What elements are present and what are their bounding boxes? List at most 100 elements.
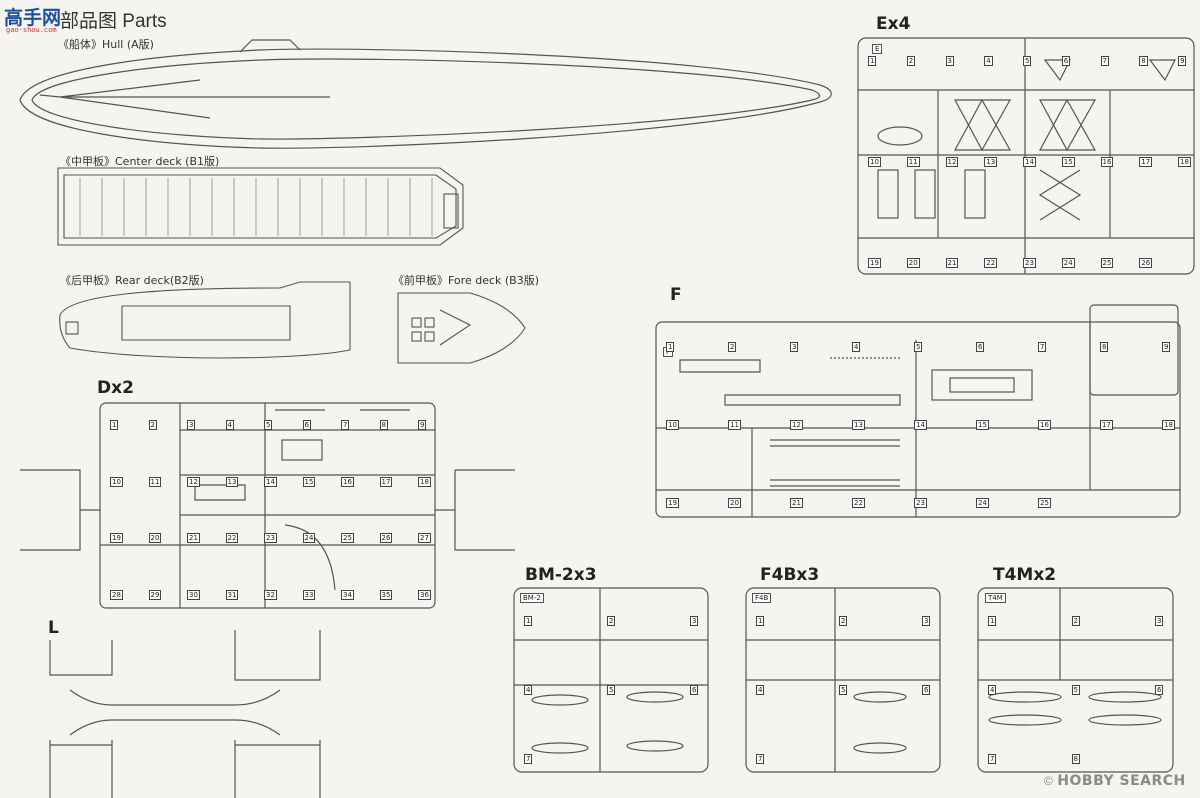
part-number: 25	[1100, 258, 1114, 268]
part-number: 8	[1139, 56, 1148, 66]
part-number: 28	[110, 590, 123, 600]
part-number: 7	[1038, 342, 1047, 352]
part-number: 23	[264, 533, 277, 544]
part-number: 5	[839, 685, 848, 695]
part-number: 7	[524, 754, 533, 764]
part-number: 7	[988, 754, 997, 764]
part-number: 3	[790, 342, 799, 352]
part-number: 29	[148, 590, 162, 600]
sprue-l-drawing	[49, 630, 321, 798]
part-number: 9	[1178, 56, 1187, 66]
sprue-dx-drawing	[20, 402, 515, 609]
part-number: 8	[1100, 342, 1109, 352]
sprue-f-drawing	[655, 304, 1181, 518]
part-number: 3	[945, 56, 954, 66]
part-number: 5	[607, 685, 616, 695]
part-number: 5	[1023, 56, 1032, 66]
part-number: 17	[1139, 157, 1153, 167]
fore-deck-drawing	[397, 292, 526, 364]
part-number: 16	[341, 476, 354, 487]
sprue-bm-drawing	[513, 587, 709, 773]
watermark-text: HOBBY SEARCH	[1057, 773, 1186, 789]
part-number: 33	[302, 590, 316, 600]
part-number: 7	[756, 754, 765, 764]
part-number: 15	[302, 476, 316, 487]
part-number: 18	[418, 476, 431, 487]
part-number: 11	[728, 420, 741, 430]
part-number: 36	[418, 590, 431, 600]
center-deck-caption: 《中甲板》Center deck (B1版)	[60, 155, 220, 168]
center-deck-drawing	[57, 167, 464, 246]
rear-deck-drawing	[59, 281, 351, 359]
sprue-ex-drawing	[857, 37, 1195, 275]
part-number: 14	[1023, 157, 1036, 167]
part-number: 3	[1155, 616, 1164, 626]
part-number: 21	[945, 258, 959, 268]
part-number: 2	[906, 56, 916, 66]
part-number: 21	[790, 498, 803, 508]
rear-deck-caption: 《后甲板》Rear deck(B2版)	[60, 274, 204, 287]
sprue-f4b-drawing	[745, 587, 941, 773]
part-number: 10	[666, 420, 679, 430]
part-number: 5	[914, 342, 923, 352]
part-number: 10	[868, 157, 881, 167]
part-number: 7	[341, 420, 350, 430]
part-number: 17	[1100, 420, 1113, 430]
part-number: 12	[187, 476, 200, 487]
part-number: 17	[379, 476, 393, 487]
part-number: 6	[976, 342, 985, 352]
part-number: 31	[225, 590, 239, 600]
part-number: 16	[1038, 420, 1051, 430]
part-number: 26	[1139, 258, 1153, 268]
part-number: 4	[756, 685, 765, 695]
site-logo-url: gao-shou.com	[6, 26, 57, 34]
sprue-bm-label: BM-2x3	[525, 565, 597, 585]
part-number: 18	[1178, 157, 1191, 167]
part-number: 19	[666, 498, 679, 508]
watermark: © HOBBY SEARCH	[1044, 772, 1186, 790]
part-number: 21	[187, 533, 200, 544]
site-logo-text: 高手网	[4, 7, 62, 29]
part-number: 4	[988, 685, 997, 695]
center-deck-ribs	[79, 178, 433, 236]
part-number: 4	[984, 56, 993, 66]
part-number: 12	[790, 420, 803, 430]
part-number: 2	[607, 616, 616, 626]
part-number: 2	[1071, 616, 1080, 626]
part-number: 25	[341, 533, 354, 544]
part-number: 35	[379, 590, 393, 600]
part-number: 1	[666, 342, 675, 352]
part-number: 11	[148, 476, 162, 487]
part-number: 1	[110, 420, 119, 430]
fore-deck-caption: 《前甲板》Fore deck (B3版)	[393, 274, 540, 287]
sprue-f4b-label: F4Bx3	[760, 565, 820, 585]
part-number: 24	[1061, 258, 1075, 268]
part-number: 24	[302, 533, 316, 544]
part-number: 13	[984, 157, 998, 167]
part-number: 34	[341, 590, 354, 600]
copyright-icon: ©	[1044, 774, 1053, 788]
part-number: 5	[1071, 685, 1080, 695]
part-number: 6	[1061, 56, 1071, 66]
part-number: 13	[225, 476, 239, 487]
part-number: 13	[852, 420, 865, 430]
part-number: 6	[302, 420, 311, 430]
part-number: 32	[264, 590, 277, 600]
hull-drawing	[19, 39, 832, 149]
part-number: 24	[976, 498, 989, 508]
part-number: 3	[922, 616, 931, 626]
part-number: 22	[984, 258, 998, 268]
part-number: 20	[148, 533, 162, 544]
sprue-f4b-tag: F4B	[752, 593, 772, 603]
part-number: 3	[690, 616, 699, 626]
part-number: 19	[868, 258, 881, 268]
part-number: 4	[524, 685, 533, 695]
part-number: 18	[1162, 420, 1175, 430]
part-number: 23	[1023, 258, 1036, 268]
part-number: 11	[906, 157, 920, 167]
part-number: 1	[988, 616, 997, 626]
site-logo[interactable]: 高手网 gao-shou.com	[4, 3, 62, 34]
part-number: 20	[906, 258, 920, 268]
part-number: 15	[1061, 157, 1075, 167]
sprue-bm-tag: BM-2	[520, 593, 544, 603]
